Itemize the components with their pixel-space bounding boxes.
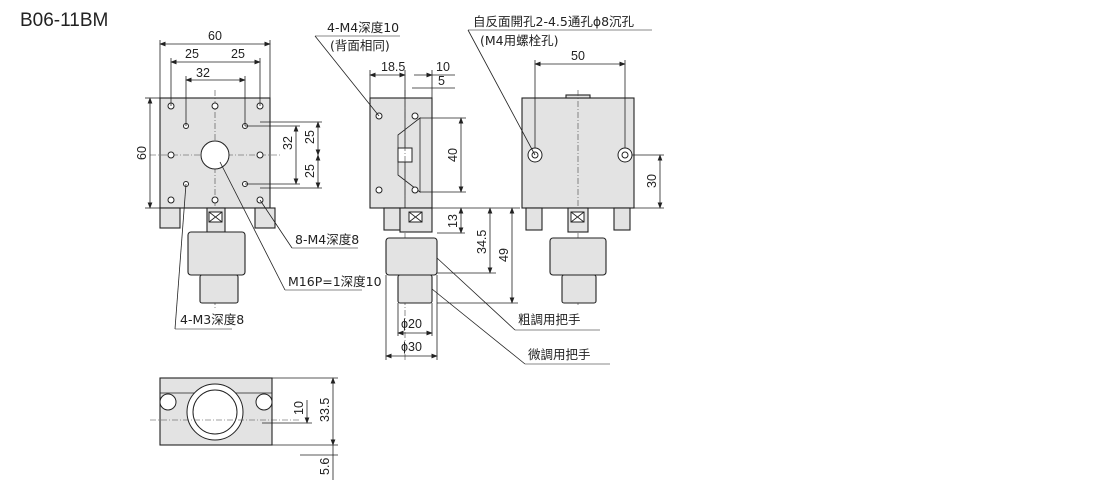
callout-m3-depth8: 4-M3深度8 [180,312,244,327]
dim-front-pitch-a: 25 [185,47,199,61]
dim-bottom-33-5: 33.5 [318,398,332,422]
dim-side-13: 13 [446,214,460,228]
dim-front-right-b: 25 [303,164,317,178]
dim-back-width: 50 [571,49,585,63]
dim-side-34-5: 34.5 [475,230,489,254]
dim-front-right-a: 25 [303,130,317,144]
callouts: 4-M4深度10 (背面相同) 自反面開孔2-4.5通孔ϕ8沉孔 (M4用螺栓孔… [174,14,652,365]
dim-bottom-10: 10 [292,401,306,415]
dim-side-5: 5 [438,74,445,88]
dim-side-phi20: ϕ20 [401,317,422,331]
callout-same-back: (背面相同) [330,38,390,53]
back-view: 50 30 [521,49,664,305]
part-number-title: B06-11BM [20,10,109,31]
callout-m16: M16P=1深度10 [288,274,382,289]
callout-coarse-knob: 粗調用把手 [518,312,581,327]
dim-side-49: 49 [497,248,511,262]
bottom-view: 10 33.5 5.6 [150,377,338,480]
dim-front-width: 60 [208,29,222,43]
callout-m4-depth10: 4-M4深度10 [327,20,399,35]
dim-front-right-c: 32 [281,136,295,150]
dim-side-18-5: 18.5 [381,60,405,74]
dim-side-40: 40 [446,148,460,162]
front-view: 60 25 25 32 60 25 25 32 [135,29,322,310]
callout-m4-depth8: 8-M4深度8 [295,232,359,247]
callout-counterbore: 自反面開孔2-4.5通孔ϕ8沉孔 [473,14,635,29]
dim-front-pitch-c: 32 [196,66,210,80]
mounting-holes [167,102,264,204]
dim-front-height: 60 [135,146,149,160]
dim-back-height: 30 [645,174,659,188]
callout-fine-knob: 微調用把手 [528,347,591,362]
dim-bottom-5-6: 5.6 [318,458,332,475]
dim-front-pitch-b: 25 [231,47,245,61]
dim-side-10: 10 [436,60,450,74]
side-view: 18.5 10 5 40 13 34.5 49 ϕ20 ϕ30 [369,60,520,360]
dim-side-phi30: ϕ30 [401,340,422,354]
callout-m4-bolt: (M4用螺栓孔) [480,33,559,48]
